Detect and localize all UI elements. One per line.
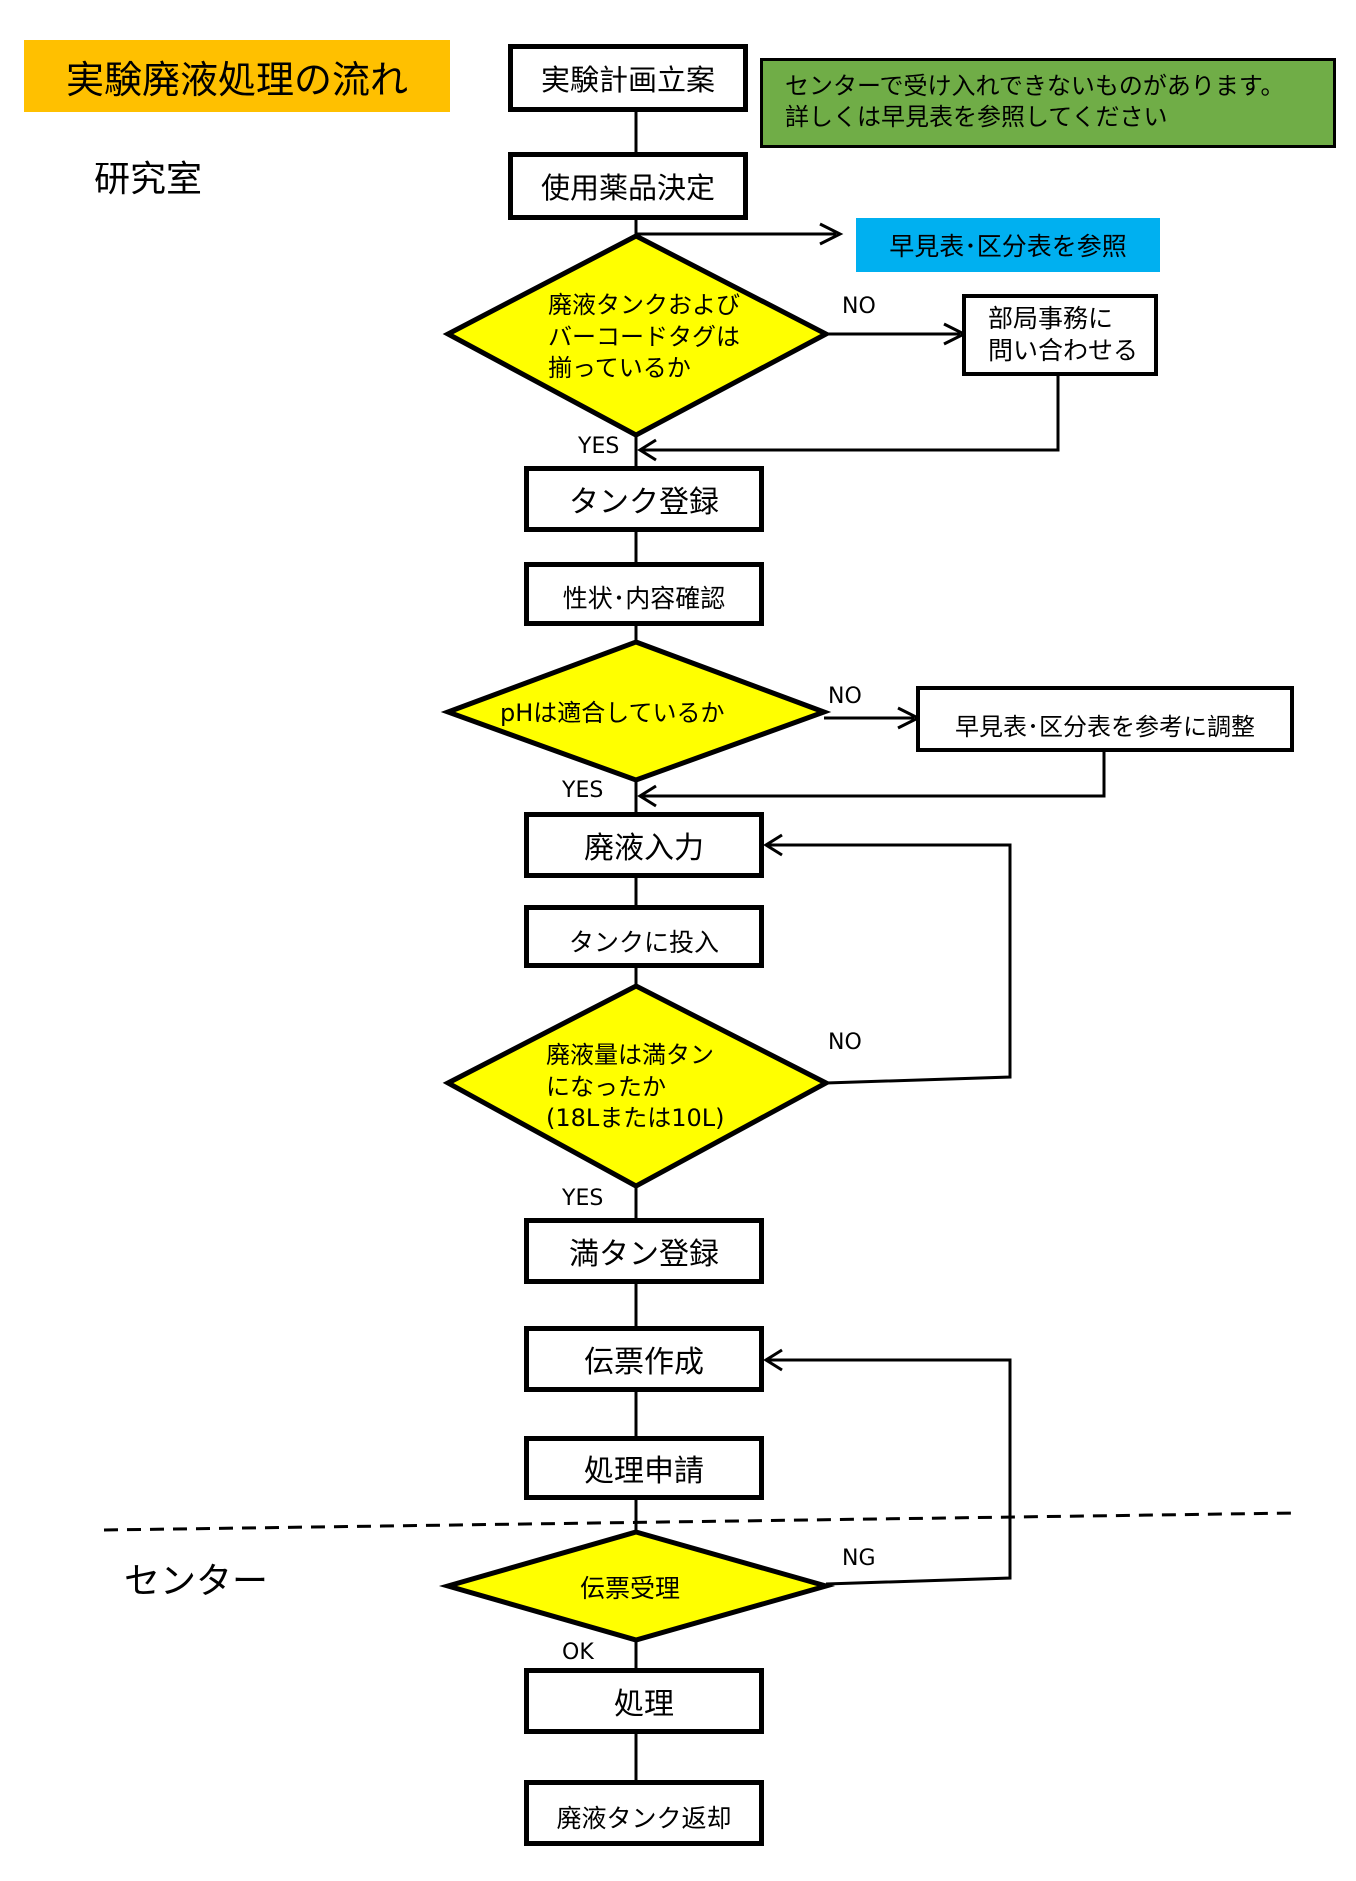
decision-tank-ready-line-1: 廃液タンクおよび [548,291,740,319]
arrowhead-return-4 [763,1348,783,1372]
arrowhead-blue-note [819,222,844,246]
step-pour: タンクに投入 [524,905,764,968]
decision-tank-ready-shape [442,233,832,438]
edge-label-no-3: NO [828,1030,862,1055]
decision-accept: 伝票受理 [580,1574,681,1603]
decision-tank-ready: 廃液タンクおよび バーコードタグは 揃っているか [548,290,740,385]
note-green-line-2: 詳しくは早見表を参照してください [785,103,1168,132]
connector-adjust-return [640,752,1106,798]
side-ask-dept-line-1: 部局事務に [988,303,1114,333]
decision-full-line-3: (18Lまたは10L) [546,1104,725,1133]
decision-accept-shape [438,1529,836,1643]
decision-full-line-2: になったか [546,1072,666,1101]
step-confirm: 性状･内容確認 [524,562,764,626]
page-title: 実験廃液処理の流れ [24,40,450,112]
step-slip: 伝票作成 [524,1326,764,1392]
edge-label-ng: NG [842,1546,876,1571]
arrowhead-return-3 [763,833,783,857]
connector-d4-ng-loop [766,1358,1012,1586]
edge-label-yes-3: YES [562,1186,604,1211]
arrowhead-return-2 [637,784,657,808]
step-apply: 処理申請 [524,1436,764,1500]
edge-label-ok: OK [562,1640,594,1665]
side-ask-dept-line-2: 問い合わせる [988,336,1139,365]
side-adjust: 早見表･区分表を参考に調整 [916,686,1294,752]
edge-label-yes-2: YES [562,778,604,803]
arrowhead-return-1 [637,438,657,462]
side-ask-dept: 部局事務に 問い合わせる [962,294,1158,376]
connector-ask-dept-return [640,374,1060,452]
zone-label-center: センター [124,1561,269,1602]
connector-d3-no-loop [766,843,1012,1085]
step-process: 処理 [524,1668,764,1734]
step-plan: 実験計画立案 [508,44,748,112]
step-input: 廃液入力 [524,812,764,878]
decision-tank-ready-line-3: 揃っているか [548,354,691,383]
step-full-register: 満タン登録 [524,1218,764,1284]
zone-divider [103,1511,1297,1532]
step-tank-register: タンク登録 [524,466,764,532]
decision-ph: pHは適合しているか [500,699,725,727]
decision-full-line-1: 廃液量は満タン [546,1041,714,1069]
decision-ph-shape [440,639,832,783]
edge-label-yes-1: YES [578,434,620,459]
decision-tank-ready-line-2: バーコードタグは [548,322,740,351]
edge-label-no-1: NO [842,294,876,319]
step-return: 廃液タンク返却 [524,1780,764,1846]
step-chemicals: 使用薬品決定 [508,152,748,220]
note-green-line-1: センターで受け入れできないものがあります。 [785,72,1285,100]
note-green: センターで受け入れできないものがあります。 詳しくは早見表を参照してください [760,58,1336,148]
zone-label-lab: 研究室 [94,159,203,200]
edge-label-no-2: NO [828,684,862,709]
decision-full: 廃液量は満タン になったか (18Lまたは10L) [546,1040,725,1135]
decision-full-shape [442,983,832,1189]
note-blue: 早見表･区分表を参照 [856,218,1160,272]
